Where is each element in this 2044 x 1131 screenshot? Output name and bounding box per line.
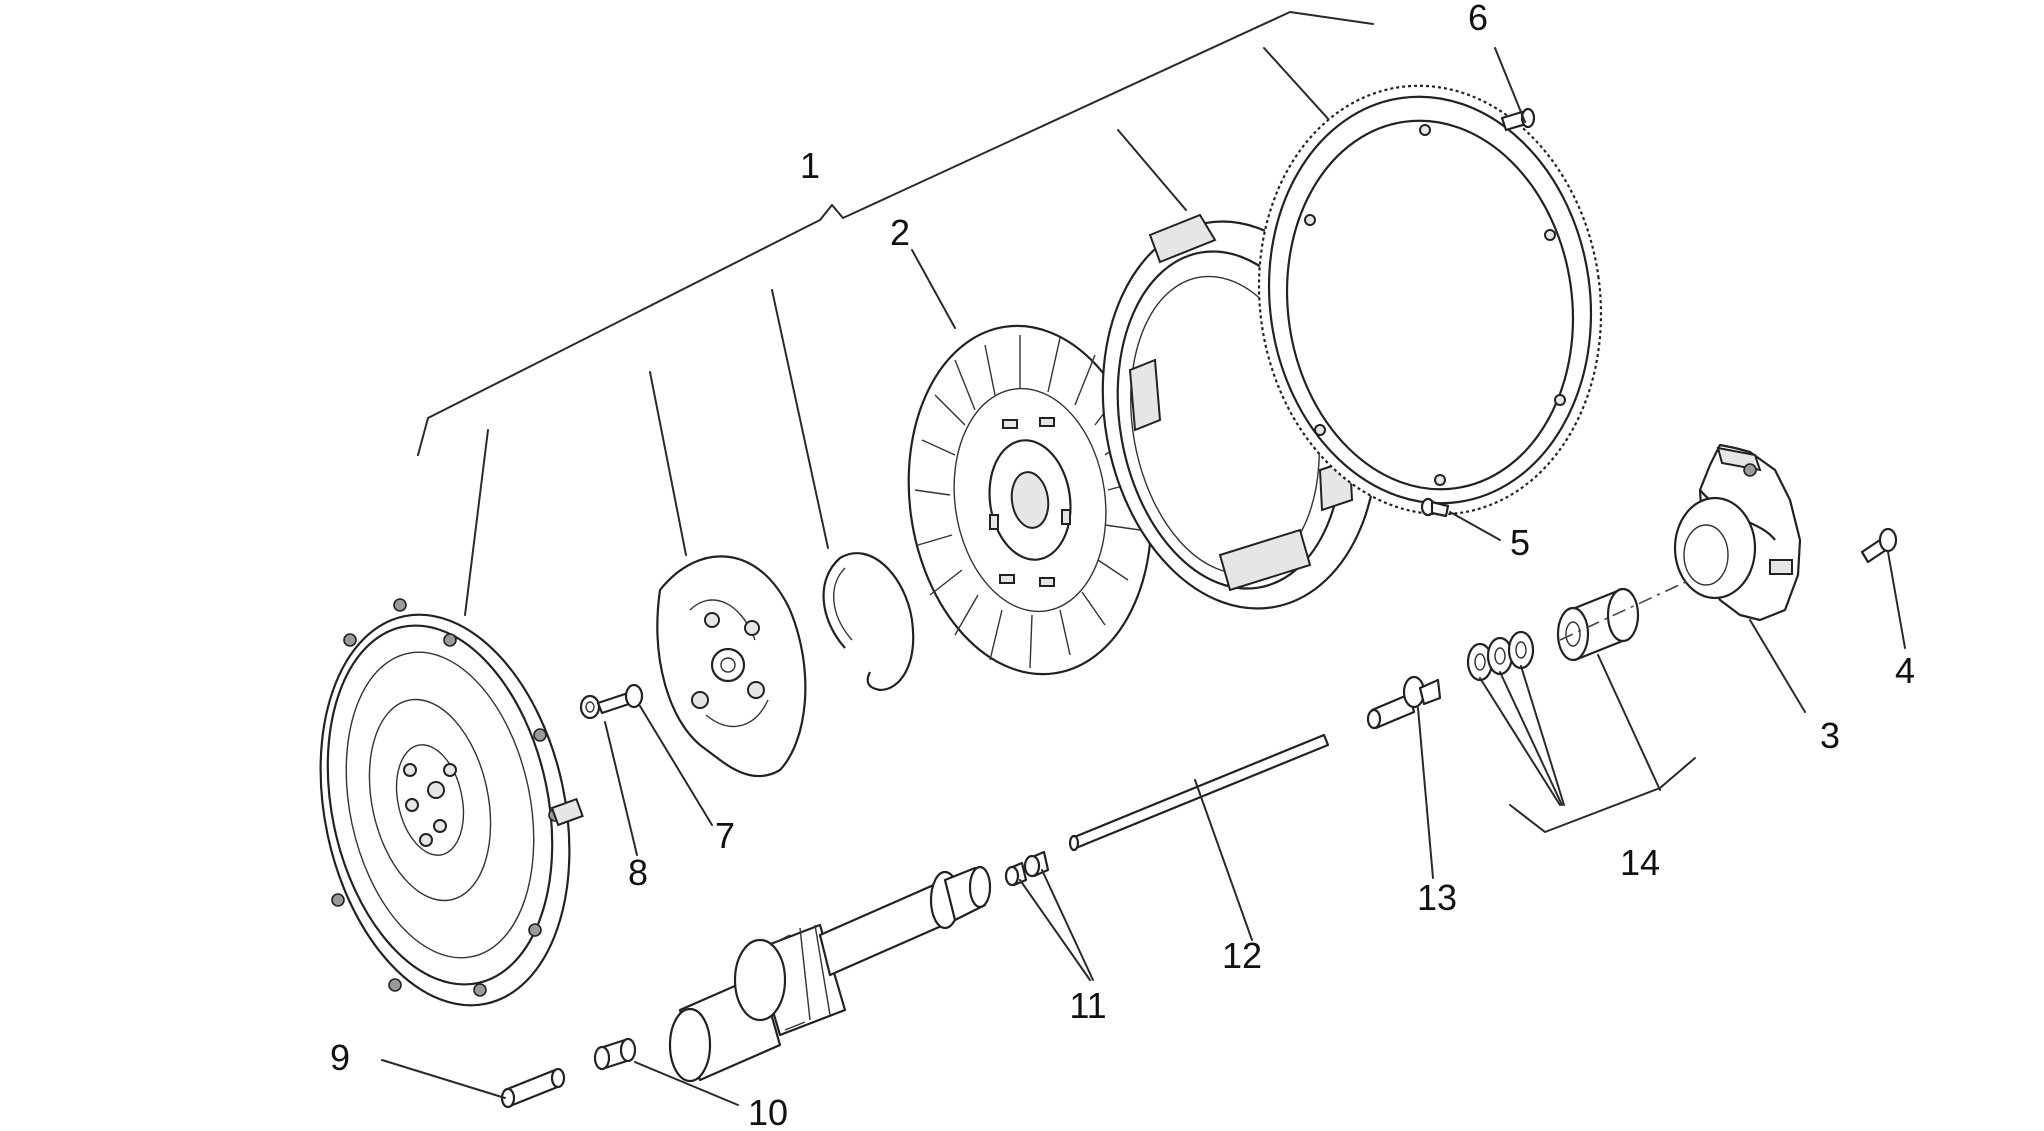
callout-9: 9 [330,1037,350,1078]
callout-7: 7 [715,815,735,856]
callout-6: 6 [1468,0,1488,38]
slave-cylinder-3 [1673,443,1802,622]
leader-lines [381,47,1906,1106]
bushing-10 [593,1037,637,1071]
snap-ring [822,552,915,692]
callout-8: 8 [628,852,648,893]
clutch-disc-2 [907,324,1153,676]
callout-13: 13 [1417,877,1457,918]
bolt-6 [1500,107,1536,132]
bolt-5 [1420,497,1450,518]
callout-4: 4 [1895,650,1915,691]
bolt-7 [596,683,644,715]
callout-12: 12 [1222,935,1262,976]
group-bracket-1 [417,11,1374,616]
pin-9 [500,1067,566,1109]
flywheel [319,598,584,1007]
input-shaft [668,865,992,1083]
washer-8 [579,694,601,720]
callout-10: 10 [748,1092,788,1131]
callout-14: 14 [1620,842,1660,883]
washers-14 [1466,630,1535,682]
callout-3: 3 [1820,715,1840,756]
bushings-11 [1004,850,1050,887]
pressure-plate [656,555,807,778]
callout-2: 2 [890,212,910,253]
callout-1: 1 [800,145,820,186]
bolt-4 [1860,527,1898,564]
piston-13 [1366,675,1442,730]
ring-gear [1257,84,1603,516]
callout-5: 5 [1510,522,1530,563]
bearing-14 [1556,587,1640,662]
callout-11: 11 [1069,985,1106,1026]
